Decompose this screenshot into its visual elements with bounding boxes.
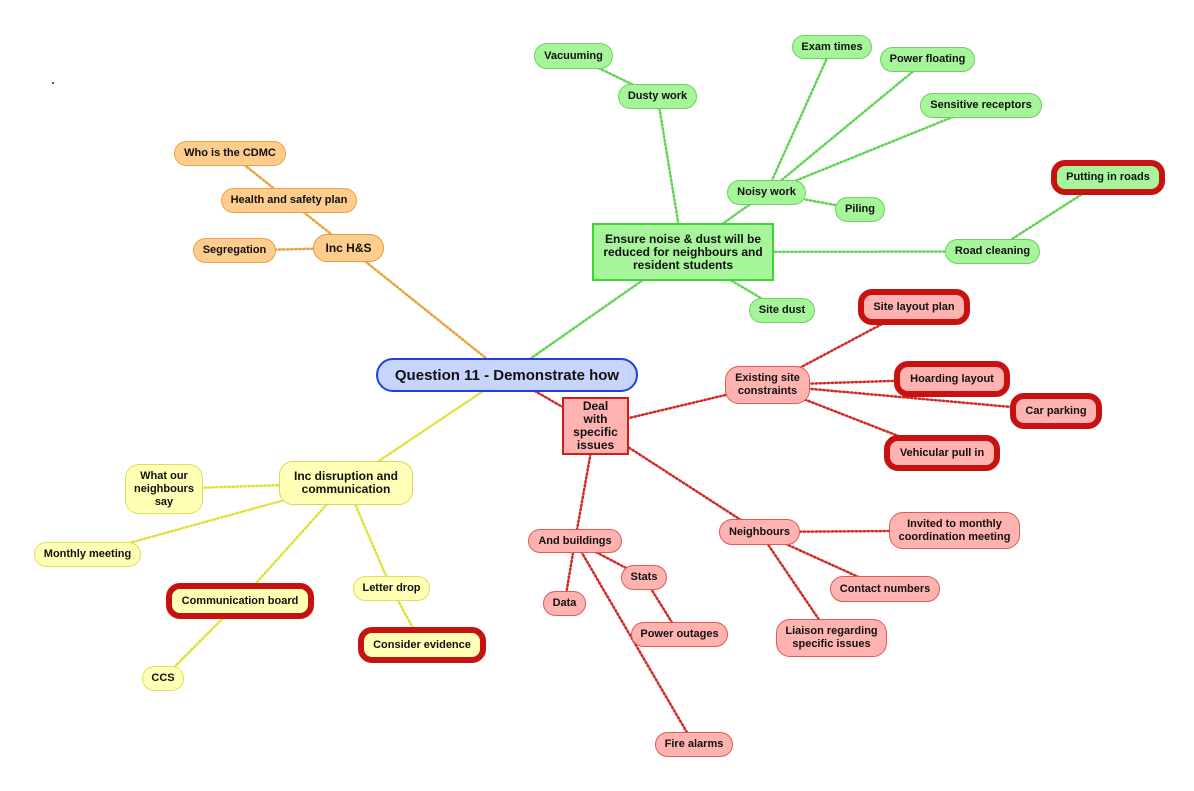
node-inc-hs[interactable]: Inc H&S — [313, 234, 384, 262]
node-noise-dust[interactable]: Ensure noise & dust will be reduced for … — [592, 223, 774, 281]
stray-dot — [52, 82, 54, 84]
node-putting-in-roads[interactable]: Putting in roads — [1051, 160, 1165, 195]
node-ccs[interactable]: CCS — [142, 666, 184, 691]
node-stats[interactable]: Stats — [621, 565, 667, 590]
node-and-buildings[interactable]: And buildings — [528, 529, 622, 553]
node-communication-board[interactable]: Communication board — [166, 583, 314, 619]
connector-root-inc_hs — [347, 246, 509, 377]
node-liaison-specific-issues[interactable]: Liaison regarding specific issues — [776, 619, 887, 657]
node-noisy-work[interactable]: Noisy work — [727, 180, 806, 205]
node-dusty-work[interactable]: Dusty work — [618, 84, 697, 109]
node-vehicular-pull-in[interactable]: Vehicular pull in — [884, 435, 1000, 471]
node-car-parking[interactable]: Car parking — [1010, 393, 1102, 429]
node-site-dust[interactable]: Site dust — [749, 298, 815, 323]
node-power-floating[interactable]: Power floating — [880, 47, 975, 72]
node-who-is-cdmc[interactable]: Who is the CDMC — [174, 141, 286, 166]
node-contact-numbers[interactable]: Contact numbers — [830, 576, 940, 602]
node-consider-evidence[interactable]: Consider evidence — [358, 627, 486, 663]
node-health-safety-plan[interactable]: Health and safety plan — [221, 188, 357, 213]
node-sensitive-receptors[interactable]: Sensitive receptors — [920, 93, 1042, 118]
node-invited-monthly-meeting[interactable]: Invited to monthly coordination meeting — [889, 512, 1020, 549]
node-what-neighbours-say[interactable]: What our neighbours say — [125, 464, 203, 514]
connector-noisy_work-sensitive_receptors — [765, 104, 983, 194]
connector-noisy_work-exam_times — [765, 45, 834, 194]
node-segregation[interactable]: Segregation — [193, 238, 276, 263]
node-hoarding-layout[interactable]: Hoarding layout — [894, 361, 1010, 397]
node-exam-times[interactable]: Exam times — [792, 35, 872, 59]
node-existing-constraints[interactable]: Existing site constraints — [725, 366, 810, 404]
node-power-outages[interactable]: Power outages — [631, 622, 728, 647]
root-node[interactable]: Question 11 - Demonstrate how — [376, 358, 638, 392]
node-site-layout-plan[interactable]: Site layout plan — [858, 289, 970, 325]
node-monthly-meeting[interactable]: Monthly meeting — [34, 542, 141, 567]
node-piling[interactable]: Piling — [835, 197, 885, 222]
connector-existing_constraints-car_parking — [766, 383, 1058, 413]
node-road-cleaning[interactable]: Road cleaning — [945, 239, 1040, 264]
node-vacuuming[interactable]: Vacuuming — [534, 43, 613, 69]
node-letter-drop[interactable]: Letter drop — [353, 576, 430, 601]
node-data[interactable]: Data — [543, 591, 586, 616]
node-inc-disruption[interactable]: Inc disruption and communication — [279, 461, 413, 505]
node-fire-alarms[interactable]: Fire alarms — [655, 732, 733, 757]
node-neighbours[interactable]: Neighbours — [719, 519, 800, 545]
connector-noisy_work-power_floating — [765, 58, 929, 194]
node-deal-specific-issues[interactable]: Deal with specific issues — [562, 397, 629, 455]
